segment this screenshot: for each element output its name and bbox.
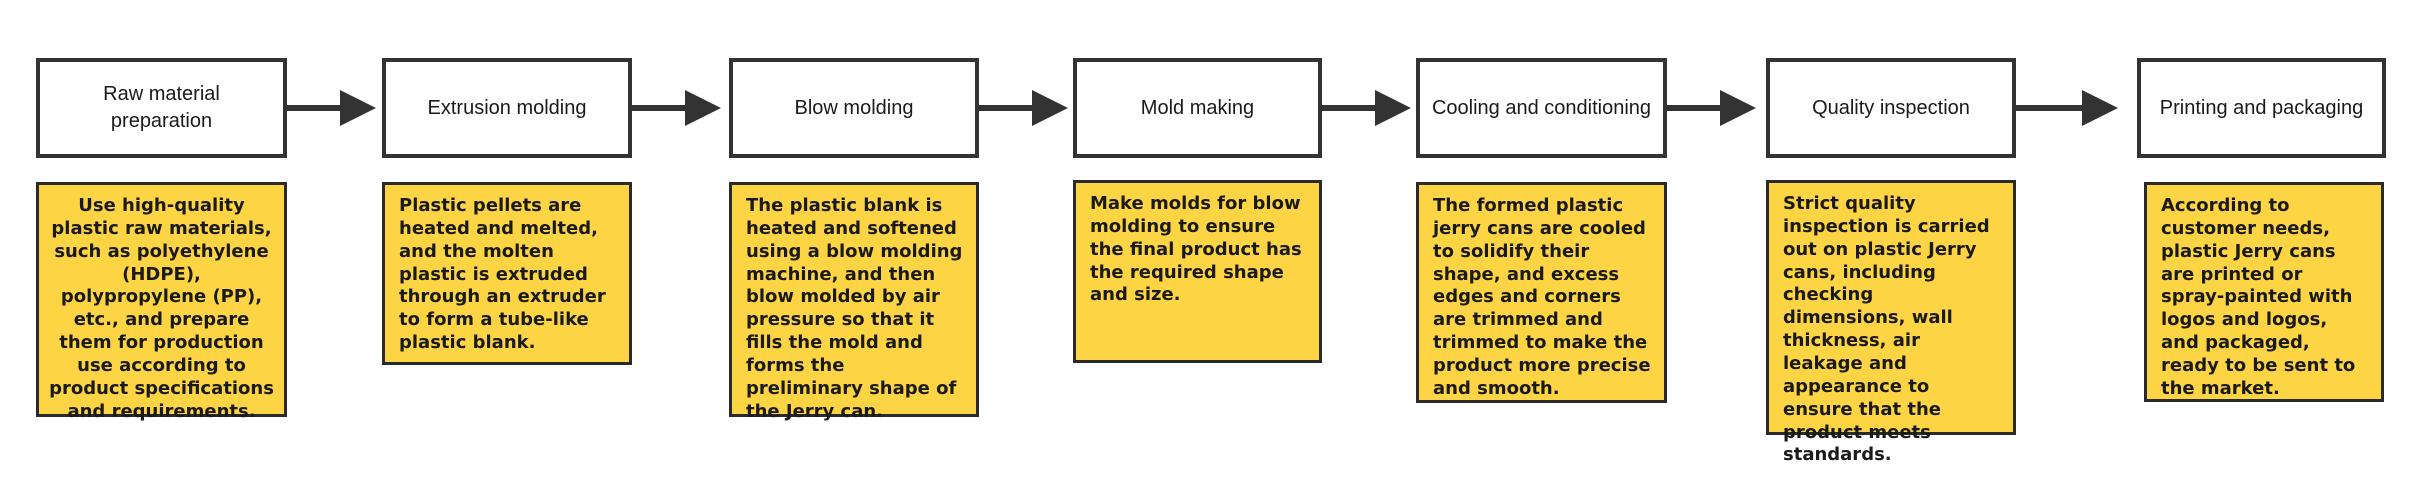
description-printing-and-packaging: According to customer needs, plastic Jer… (2144, 182, 2384, 402)
description-text: Make molds for blow molding to ensure th… (1090, 193, 1302, 306)
step-quality-inspection: Quality inspection (1766, 58, 2016, 158)
step-title: Quality inspection (1812, 96, 1970, 119)
step-title: Mold making (1140, 96, 1255, 119)
description-mold-making: Make molds for blow molding to ensure th… (1073, 180, 1322, 363)
description-raw-material-preparation: Use high-quality plastic raw materials, … (36, 182, 287, 422)
description-text: Plastic pellets are heated and melted, a… (399, 195, 606, 354)
description-text: The plastic blank is heated and softened… (746, 195, 963, 422)
step-printing-and-packaging: Printing and packaging (2137, 58, 2386, 158)
description-cooling-and-conditioning: The formed plastic jerry cans are cooled… (1416, 182, 1667, 403)
description-quality-inspection: Strict quality inspection is carried out… (1766, 180, 2016, 465)
description-blow-molding: The plastic blank is heated and softened… (729, 182, 979, 422)
description-extrusion-molding: Plastic pellets are heated and melted, a… (382, 182, 632, 365)
step-cooling-and-conditioning: Cooling and conditioning (1416, 58, 1667, 158)
step-title: Cooling and conditioning (1431, 96, 1652, 119)
description-text: Strict quality inspection is carried out… (1783, 193, 1990, 466)
step-title: Extrusion molding (427, 96, 587, 119)
description-text: Use high-quality plastic raw materials, … (49, 195, 274, 422)
step-title: Printing and packaging (2159, 96, 2364, 119)
description-text: The formed plastic jerry cans are cooled… (1433, 195, 1651, 399)
step-extrusion-molding: Extrusion molding (382, 58, 632, 158)
step-title: Raw material preparation (103, 83, 220, 132)
step-raw-material-preparation: Raw material preparation (36, 58, 287, 158)
description-text: According to customer needs, plastic Jer… (2161, 195, 2356, 399)
step-mold-making: Mold making (1073, 58, 1322, 158)
step-title: Blow molding (794, 96, 914, 119)
step-blow-molding: Blow molding (729, 58, 979, 158)
